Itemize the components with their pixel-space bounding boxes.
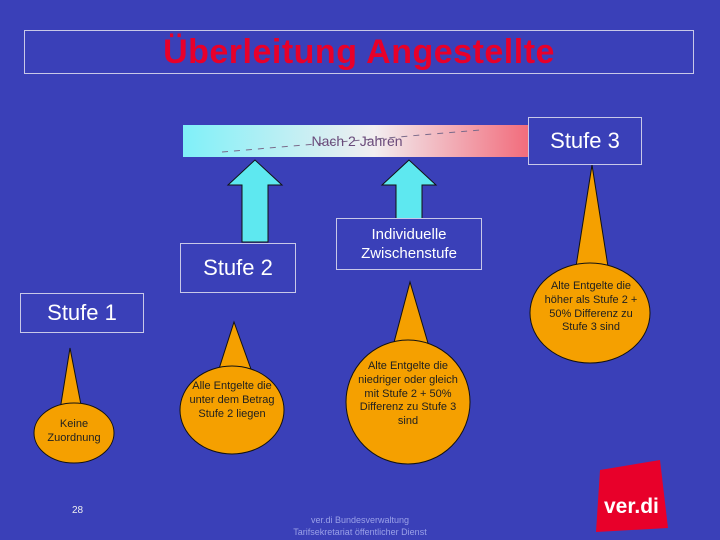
- progression-bar: [183, 125, 531, 157]
- footer-line-1: ver.di Bundesverwaltung: [310, 515, 410, 525]
- zwischenstufe-box: Individuelle Zwischenstufe: [336, 218, 482, 270]
- up-arrow-left: [226, 159, 284, 243]
- stufe-1-label: Stufe 1: [47, 300, 117, 325]
- stufe-3-label: Stufe 3: [550, 128, 620, 153]
- footer: ver.di Bundesverwaltung Tarifsekretariat…: [268, 515, 452, 538]
- callout-keine: [33, 402, 115, 464]
- callout-hoeher-text: Alte Entgelte die höher als Stufe 2 + 50…: [544, 280, 638, 334]
- zwischenstufe-label: Individuelle Zwischenstufe: [361, 225, 457, 263]
- stufe-1-box: Stufe 1: [20, 293, 144, 333]
- callout-spike-keine: [59, 347, 83, 411]
- logo-shape: [596, 460, 668, 532]
- stufe-2-box: Stufe 2: [180, 243, 296, 293]
- callout-niedriger: [345, 339, 471, 465]
- arrow-label: Nach 2 Jahren: [311, 133, 403, 149]
- callout-spike-unter: [217, 320, 253, 373]
- page-number: 28: [72, 505, 84, 516]
- up-arrow-middle: [380, 159, 438, 221]
- callout-unter: [179, 365, 285, 455]
- stufe-3-box: Stufe 3: [528, 117, 642, 165]
- stufe-2-label: Stufe 2: [203, 255, 273, 280]
- callout-unter-text: Alle Entgelte die unter dem Betrag Stufe…: [189, 380, 275, 420]
- footer-line-2: Tarifsekretariat öffentlicher Dienst: [293, 526, 427, 537]
- arrow-label-wrap: Nach 2 Jahren: [183, 125, 531, 157]
- callout-keine-text: Keine Zuordnung: [47, 418, 101, 444]
- title-frame: Überleitung Angestellte: [24, 30, 694, 74]
- page-title: Überleitung Angestellte: [163, 32, 555, 71]
- verdi-logo: ver.di: [604, 495, 659, 518]
- callout-hoeher: [529, 262, 651, 364]
- callout-niedriger-text: Alte Entgelte die niedriger oder gleich …: [358, 360, 458, 427]
